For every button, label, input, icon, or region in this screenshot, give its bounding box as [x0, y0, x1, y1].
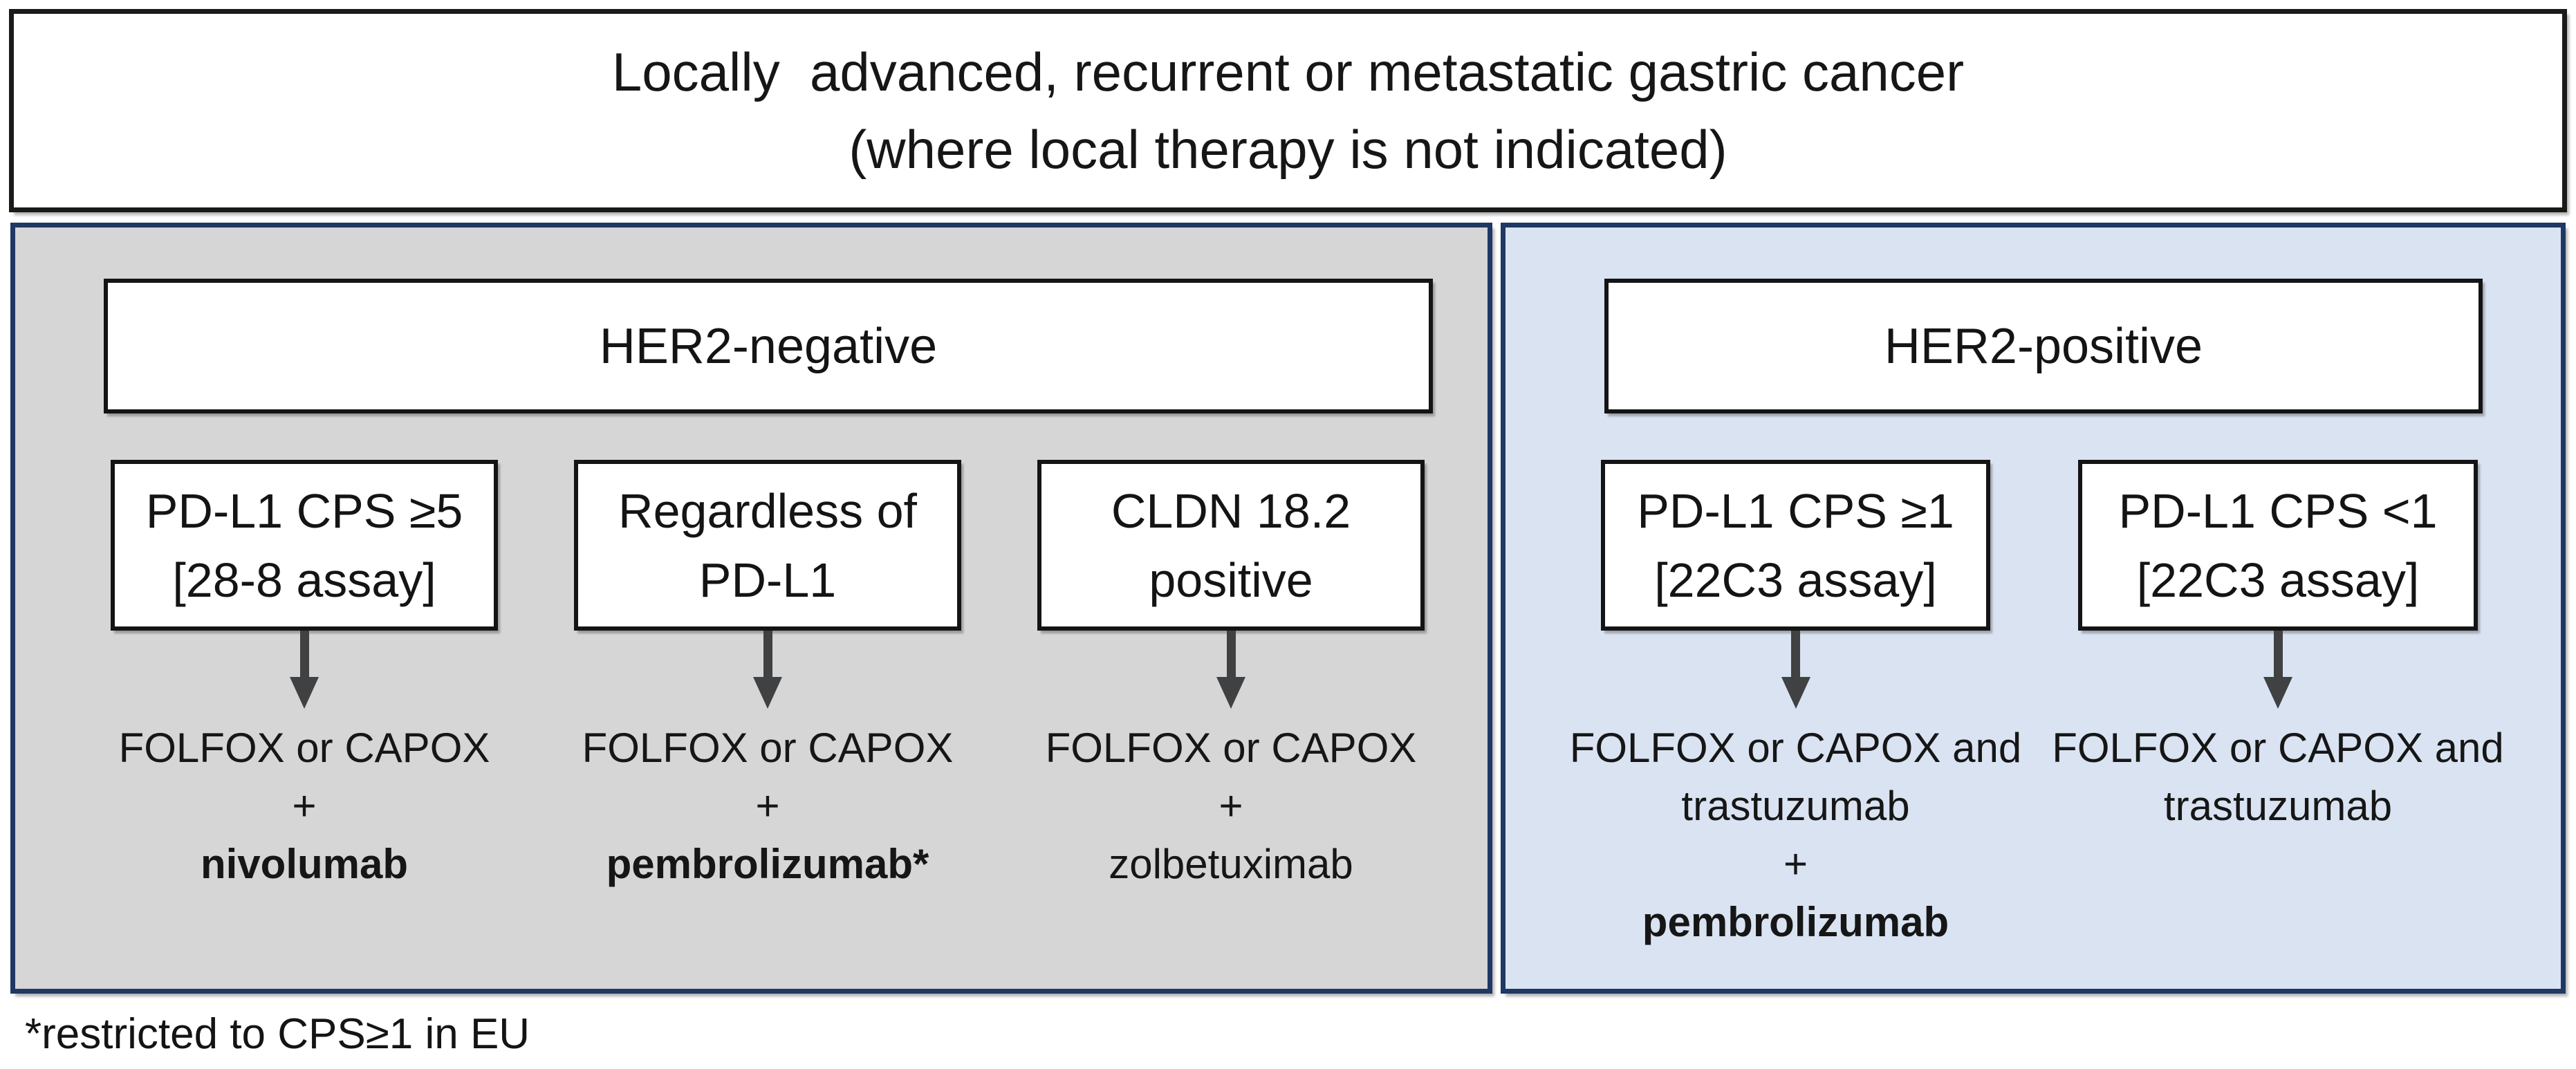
treatment-drug: zolbetuximab	[1109, 841, 1353, 887]
her2-negative-header-box: HER2-negative	[104, 279, 1433, 413]
arrow-head	[2263, 677, 2292, 709]
treatment-line: trastuzumab	[1681, 783, 1910, 829]
criteria-line: Regardless of	[618, 483, 917, 538]
arrow-stem	[299, 631, 309, 677]
pathway-column-cldn182: CLDN 18.2 positive FOLFOX or CAPOX + zol…	[1037, 460, 1425, 893]
criteria-line: PD-L1 CPS ≥5	[145, 483, 463, 538]
treatment-line: trastuzumab	[2163, 783, 2393, 829]
treatment-line: +	[1783, 841, 1808, 887]
treatment-text: FOLFOX or CAPOX + pembrolizumab*	[582, 719, 954, 893]
arrow-stem	[1226, 631, 1236, 677]
title-box: Locally advanced, recurrent or metastati…	[9, 9, 2567, 212]
down-arrow-icon	[753, 631, 782, 709]
pathway-column-pdl1-cps1-or-more: PD-L1 CPS ≥1 [22C3 assay] FOLFOX or CAPO…	[1570, 460, 2021, 951]
treatment-line: +	[1218, 783, 1243, 829]
criteria-line: positive	[1149, 552, 1313, 607]
down-arrow-icon	[2263, 631, 2292, 709]
arrow-head	[290, 677, 319, 709]
down-arrow-icon	[1781, 631, 1810, 709]
treatment-text: FOLFOX or CAPOX + zolbetuximab	[1046, 719, 1417, 893]
down-arrow-icon	[1216, 631, 1245, 709]
arrow-head	[1216, 677, 1245, 709]
treatment-line: FOLFOX or CAPOX	[1045, 725, 1417, 771]
criteria-line: [22C3 assay]	[2136, 552, 2420, 607]
criteria-line: PD-L1 CPS <1	[2118, 483, 2438, 538]
criteria-box: PD-L1 CPS ≥5 [28-8 assay]	[111, 460, 498, 631]
arrow-head	[753, 677, 782, 709]
her2-positive-header-box: HER2-positive	[1604, 279, 2483, 413]
criteria-line: PD-L1 CPS ≥1	[1637, 483, 1954, 538]
criteria-line: [28-8 assay]	[172, 552, 436, 607]
criteria-line: PD-L1	[698, 552, 837, 607]
treatment-drug: pembrolizumab*	[606, 841, 929, 887]
title-line-2: (where local therapy is not indicated)	[849, 119, 1727, 180]
treatment-drug: pembrolizumab	[1642, 899, 1949, 945]
treatment-drug: nivolumab	[200, 841, 409, 887]
criteria-line: [22C3 assay]	[1654, 552, 1937, 607]
treatment-line: +	[292, 783, 317, 829]
criteria-box: CLDN 18.2 positive	[1037, 460, 1425, 631]
arrow-stem	[1791, 631, 1800, 677]
treatment-line: +	[755, 783, 780, 829]
treatment-line: FOLFOX or CAPOX and	[1569, 725, 2022, 771]
treatment-line: FOLFOX or CAPOX	[118, 725, 490, 771]
criteria-box: PD-L1 CPS ≥1 [22C3 assay]	[1601, 460, 1990, 631]
criteria-line: CLDN 18.2	[1111, 483, 1351, 538]
criteria-box: Regardless of PD-L1	[574, 460, 961, 631]
treatment-text: FOLFOX or CAPOX + nivolumab	[119, 719, 490, 893]
her2-positive-panel: HER2-positive PD-L1 CPS ≥1 [22C3 assay] …	[1501, 223, 2566, 994]
title-line-1: Locally advanced, recurrent or metastati…	[611, 41, 1965, 102]
footnote: *restricted to CPS≥1 in EU	[25, 1010, 530, 1058]
pathway-column-regardless-pdl1: Regardless of PD-L1 FOLFOX or CAPOX + pe…	[574, 460, 961, 893]
down-arrow-icon	[290, 631, 319, 709]
pathway-column-pdl1-cps5: PD-L1 CPS ≥5 [28-8 assay] FOLFOX or CAPO…	[111, 460, 498, 893]
treatment-text: FOLFOX or CAPOX and trastuzumab	[2052, 719, 2504, 835]
arrow-head	[1781, 677, 1810, 709]
her2-negative-panel: HER2-negative PD-L1 CPS ≥5 [28-8 assay] …	[10, 223, 1492, 994]
arrow-stem	[2273, 631, 2283, 677]
arrow-stem	[763, 631, 772, 677]
pathway-column-pdl1-cps-less1: PD-L1 CPS <1 [22C3 assay] FOLFOX or CAPO…	[2052, 460, 2504, 835]
treatment-text: FOLFOX or CAPOX and trastuzumab + pembro…	[1570, 719, 2022, 951]
treatment-line: FOLFOX or CAPOX	[582, 725, 954, 771]
treatment-line: FOLFOX or CAPOX and	[2052, 725, 2504, 771]
criteria-box: PD-L1 CPS <1 [22C3 assay]	[2078, 460, 2478, 631]
